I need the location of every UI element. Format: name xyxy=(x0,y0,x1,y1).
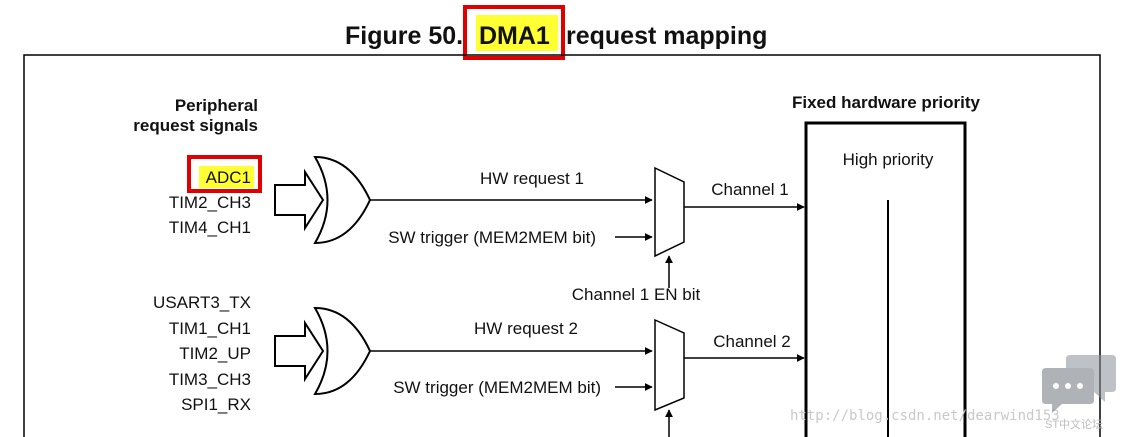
signal-tim2-up: TIM2_UP xyxy=(179,344,251,363)
channel-1-label: Channel 1 xyxy=(711,180,789,199)
or-gate-2 xyxy=(313,306,372,396)
signal-tim4-ch1: TIM4_CH1 xyxy=(169,218,251,237)
adc1-red-box xyxy=(187,155,262,193)
signal-usart3-tx: USART3_TX xyxy=(153,293,251,312)
chat-bubble-icon xyxy=(1042,355,1116,413)
signal-adc1: ADC1 xyxy=(206,168,251,187)
watermark-badge: ST中文论坛 xyxy=(1045,417,1103,431)
signal-spi1-rx: SPI1_RX xyxy=(181,395,251,414)
watermark-url: http://blog.csdn.net/dearwind153 xyxy=(790,408,1060,424)
figure-title-prefix: Figure 50. xyxy=(345,22,463,50)
mux-1 xyxy=(654,166,685,258)
or-gate-1 xyxy=(313,155,372,245)
channel-2-label: Channel 2 xyxy=(713,332,791,351)
priority-block xyxy=(804,121,967,437)
priority-header: Fixed hardware priority xyxy=(792,93,981,112)
signal-tim1-ch1: TIM1_CH1 xyxy=(169,319,251,338)
figure-title-suffix: request mapping xyxy=(566,22,767,50)
title-red-box xyxy=(463,5,565,60)
title-highlight-bg xyxy=(476,15,558,51)
block-arrow-2 xyxy=(274,319,325,383)
block-arrow-1 xyxy=(274,168,325,232)
hw-request-2-label: HW request 2 xyxy=(474,319,578,338)
enable-bit-1-label: Channel 1 EN bit xyxy=(572,285,701,304)
signal-tim3-ch3: TIM3_CH3 xyxy=(169,370,251,389)
signal-tim2-ch3: TIM2_CH3 xyxy=(169,193,251,212)
figure-frame xyxy=(23,54,1101,437)
adc1-highlight-bg xyxy=(199,166,254,188)
sw-trigger-1-label: SW trigger (MEM2MEM bit) xyxy=(388,228,596,247)
peripheral-header-line1: Peripheral xyxy=(175,96,258,115)
sw-trigger-2-label: SW trigger (MEM2MEM bit) xyxy=(393,378,601,397)
priority-high-label: High priority xyxy=(843,150,934,169)
figure-title-highlight: DMA1 xyxy=(479,22,550,50)
mux-2 xyxy=(654,318,685,412)
hw-request-1-label: HW request 1 xyxy=(480,169,584,188)
peripheral-header-line2: request signals xyxy=(133,116,258,135)
